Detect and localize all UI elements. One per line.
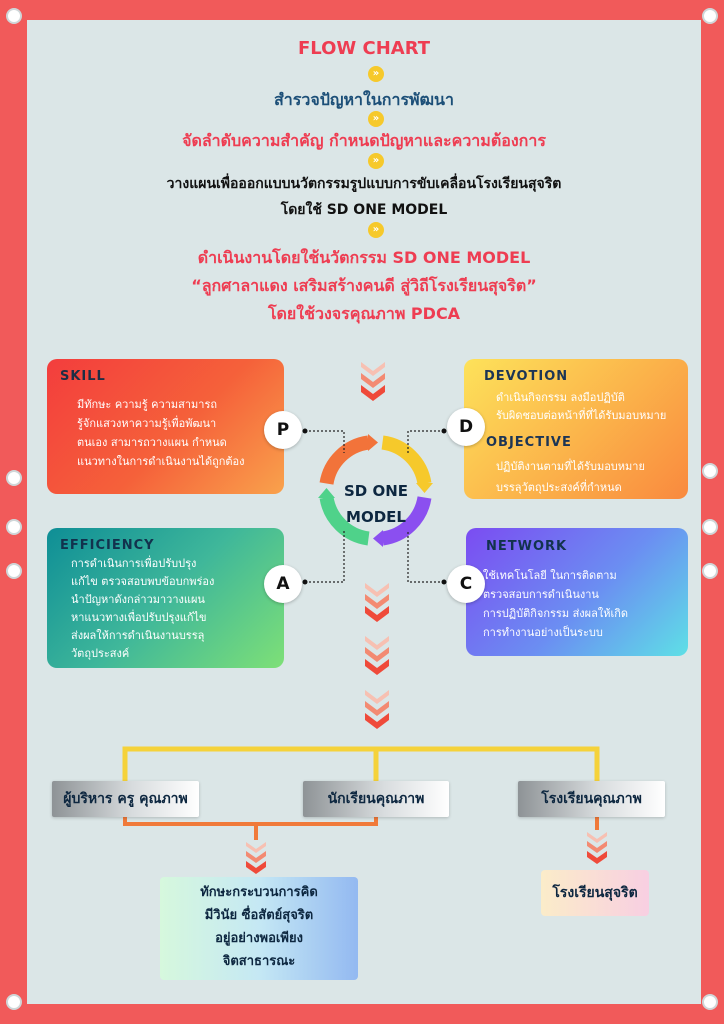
step-prioritize: จัดลำดับความสำคัญ กำหนดปัญหาและความต้องก… (182, 131, 546, 150)
efficiency-heading: EFFICIENCY (60, 538, 155, 553)
double-chevron-down-icon: » (368, 111, 384, 127)
pdca-connectors (305, 430, 444, 583)
step-execute-line2: “ลูกศาลาแดง เสริมสร้างคนดี สู่วิถีโรงเรี… (191, 276, 537, 295)
double-chevron-down-icon: » (368, 222, 384, 238)
skill-body: มีทักษะ ความรู้ ความสามารถ รู้จักแสวงหาค… (77, 398, 245, 468)
center-model-label: SD ONE MODEL (330, 478, 422, 530)
step-execute-line1: ดำเนินงานโดยใช้นวัตกรรม SD ONE MODEL (197, 248, 531, 267)
pdca-do-badge: D (447, 408, 485, 446)
efficiency-card: EFFICIENCY การดำเนินการเพื่อปรับปรุง แก้… (47, 528, 284, 668)
triple-chevron-down-icon (361, 362, 385, 401)
pdca-act-badge: A (264, 565, 302, 603)
binder-ring-icon (702, 8, 718, 24)
binder-ring-icon (6, 994, 22, 1010)
binder-ring-icon (702, 463, 718, 479)
outcome-student-traits: ทักษะกระบวนการคิด มีวินัย ซื่อสัตย์สุจริ… (160, 877, 358, 980)
people-bracket (123, 816, 599, 840)
binder-ring-icon (6, 519, 22, 535)
objective-heading: OBJECTIVE (486, 435, 572, 450)
pdca-cycle-ring (318, 434, 433, 547)
devotion-body: ดำเนินกิจกรรม ลงมือปฏิบัติ รับผิดชอบต่อห… (496, 391, 667, 422)
network-card: NETWORK ใช้เทคโนโลยี ในการติดตาม ตรวจสอบ… (466, 528, 688, 656)
step-plan-line2: โดยใช้ SD ONE MODEL (280, 202, 448, 218)
group-admin-teachers: ผู้บริหาร ครู คุณภาพ (52, 781, 199, 817)
center-line2: MODEL (346, 508, 406, 526)
binder-ring-icon (702, 563, 718, 579)
triple-chevron-down-icon (365, 583, 389, 622)
poster-panel (27, 20, 701, 1004)
triple-chevron-down-icon (365, 636, 389, 675)
connector-dots (302, 428, 447, 585)
binder-ring-icon (6, 470, 22, 486)
objective-body: ปฏิบัติงานตามที่ได้รับมอบหมาย บรรลุวัตถุ… (496, 460, 645, 494)
network-body: ใช้เทคโนโลยี ในการติดตาม ตรวจสอบการดำเนิ… (483, 569, 629, 639)
double-chevron-down-icon: » (368, 153, 384, 169)
step-plan-line1: วางแผนเพื่อออกแบบนวัตกรรมรูปแบบการขับเคล… (166, 176, 562, 192)
binder-ring-icon (702, 994, 718, 1010)
flow-chart-title: FLOW CHART (297, 38, 431, 59)
devotion-heading: DEVOTION (484, 369, 569, 384)
skill-card: SKILL มีทักษะ ความรู้ ความสามารถ รู้จักแ… (47, 359, 284, 494)
triple-chevron-down-icon (365, 690, 389, 729)
step-survey-problems: สำรวจปัญหาในการพัฒนา (274, 90, 454, 109)
pdca-check-badge: C (447, 565, 485, 603)
step-execute-line3: โดยใช้วงจรคุณภาพ PDCA (267, 304, 461, 323)
binder-ring-icon (702, 519, 718, 535)
group-students: นักเรียนคุณภาพ (303, 781, 449, 817)
double-chevron-down-icon: » (368, 66, 384, 82)
binder-ring-icon (6, 563, 22, 579)
outcome-honest-school: โรงเรียนสุจริต (541, 870, 649, 916)
binder-ring-icon (6, 8, 22, 24)
outcome-bracket (122, 746, 600, 783)
triple-chevron-down-icon (587, 832, 607, 864)
devotion-card: DEVOTION ดำเนินกิจกรรม ลงมือปฏิบัติ รับผ… (464, 359, 688, 499)
efficiency-body: การดำเนินการเพื่อปรับปรุง แก้ไข ตรวจสอบพ… (71, 557, 215, 660)
network-heading: NETWORK (486, 539, 568, 554)
pdca-plan-badge: P (264, 411, 302, 449)
skill-heading: SKILL (60, 369, 106, 384)
center-line1: SD ONE (343, 482, 409, 500)
triple-chevron-down-icon (246, 842, 266, 874)
group-school: โรงเรียนคุณภาพ (518, 781, 665, 817)
